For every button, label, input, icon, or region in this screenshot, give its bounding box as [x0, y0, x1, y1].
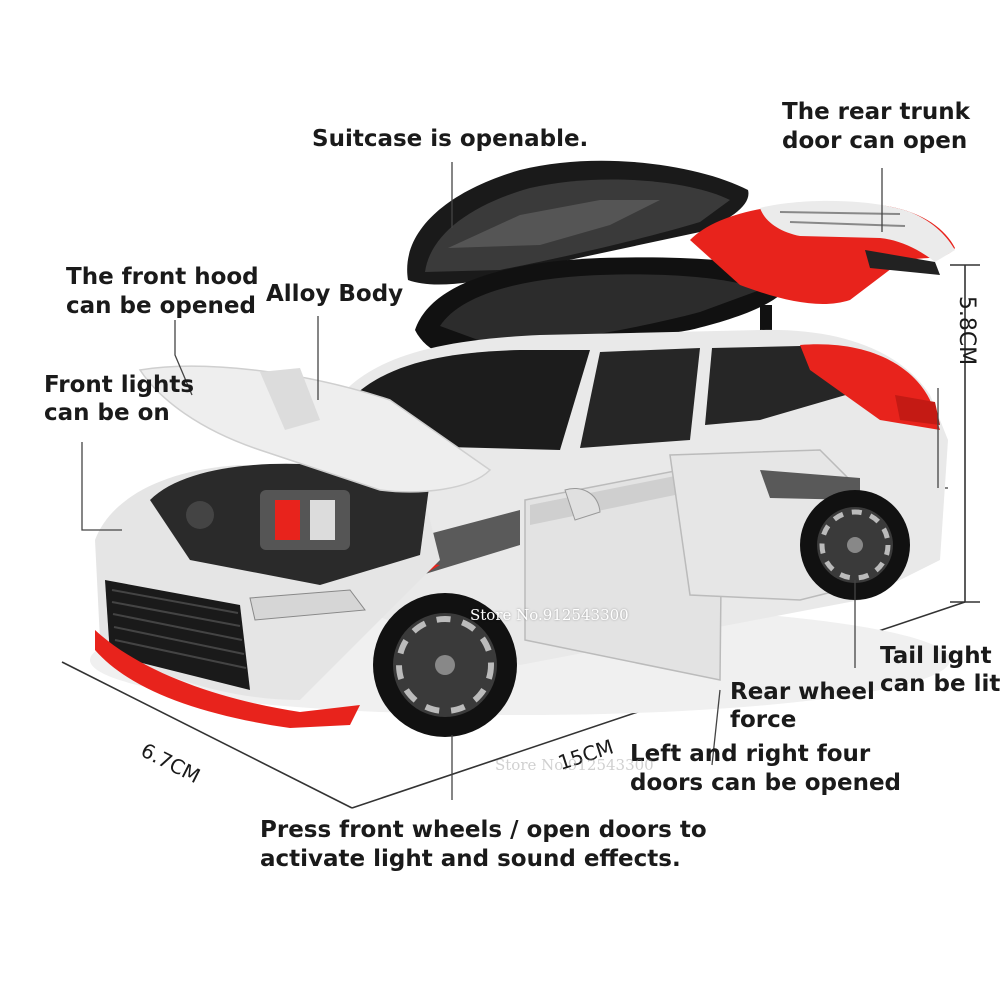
store-watermark-faint: Store No.912543300 [495, 756, 654, 774]
hood-label-line2: can be opened [66, 293, 256, 319]
suitcase-label: Suitcase is openable. [312, 126, 589, 152]
hood-label-line1: The front hood [66, 264, 259, 290]
tail-light-label-line1: Tail light [880, 643, 992, 669]
rear-trunk-door [690, 200, 955, 305]
front-lights-label-line1: Front lights [44, 372, 195, 398]
rear-wheel [800, 490, 910, 600]
car-body [95, 329, 948, 728]
front-lights-label-line2: can be on [44, 400, 170, 426]
trunk-label-line2: door can open [782, 128, 968, 154]
alloy-body-label: Alloy Body [266, 281, 404, 307]
height-dimension: 5.8CM [954, 295, 980, 366]
roof-box-lid [407, 160, 749, 285]
trunk-label-line1: The rear trunk [782, 99, 970, 125]
doors-label-line2: doors can be opened [630, 770, 902, 796]
press-effects-label-line1: Press front wheels / open doors to [260, 817, 707, 843]
front-wheel [373, 593, 517, 737]
store-watermark: Store No.912543300 [470, 606, 629, 624]
doors-label-line1: Left and right four [630, 741, 871, 767]
press-effects-label-line2: activate light and sound effects. [260, 846, 681, 872]
rear-wheel-label-line2: force [730, 707, 797, 733]
tail-light-label-line2: can be lit [880, 671, 1000, 697]
rear-wheel-label-line1: Rear wheel [730, 679, 875, 705]
annotation-leaders [81, 162, 948, 800]
